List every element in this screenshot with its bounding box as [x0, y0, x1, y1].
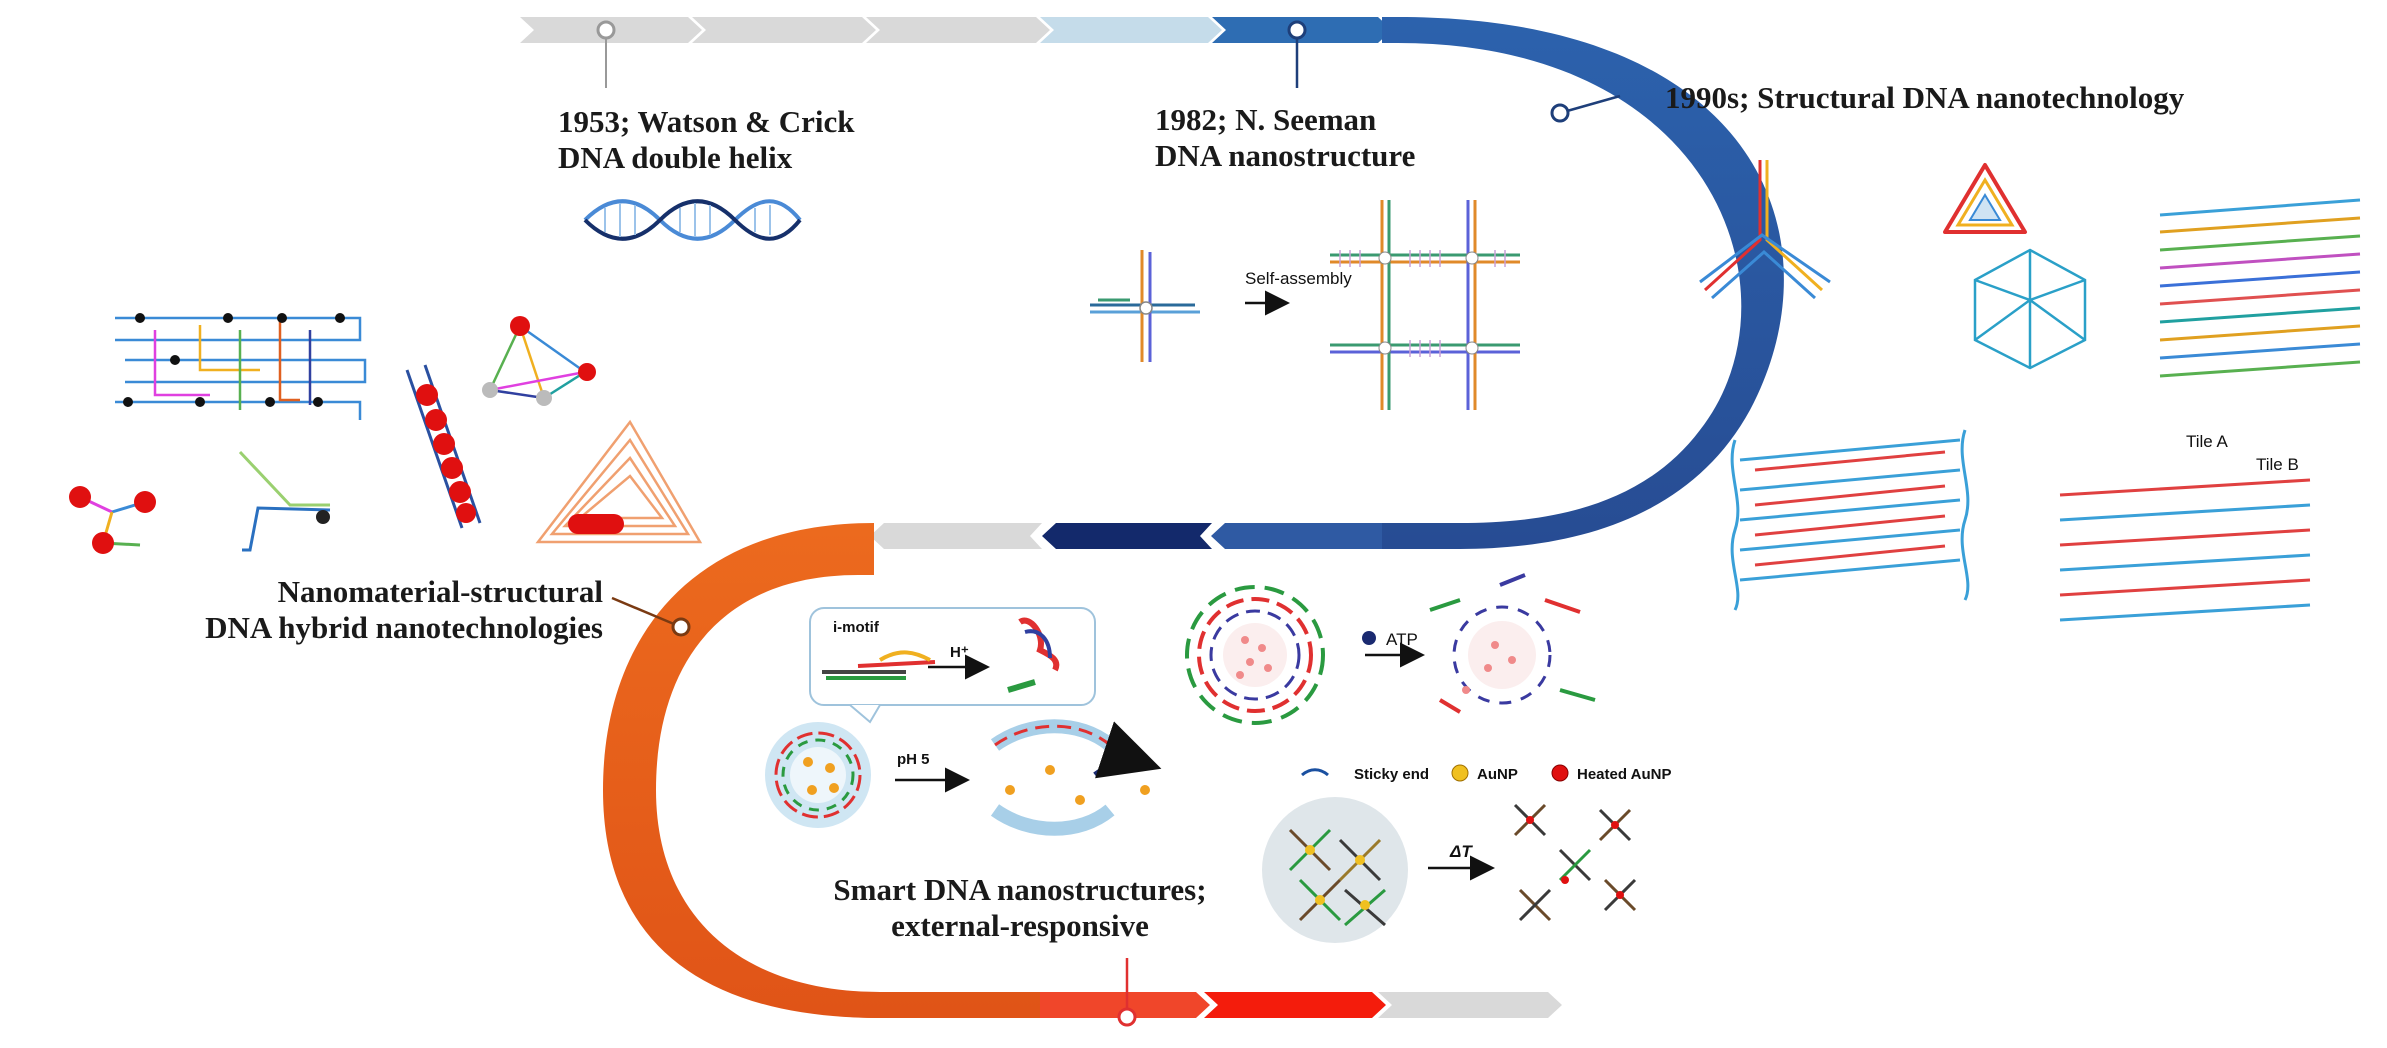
milestone-smart-label: Smart DNA nanostructures; external-respo… — [820, 872, 1220, 944]
milestone-1982-line1: 1982; N. Seeman — [1155, 102, 1377, 137]
double-helix-illustration — [583, 199, 802, 241]
tile-a-label: Tile A — [2186, 432, 2229, 451]
marker-1953 — [596, 20, 616, 40]
chevron-segment — [1378, 992, 1562, 1018]
hybrid-illustrations — [69, 313, 703, 554]
marker-smart — [1117, 1007, 1137, 1027]
atp-label: ATP — [1386, 630, 1418, 649]
milestone-hybrid-line2: DNA hybrid nanotechnologies — [205, 610, 603, 645]
milestone-1982-label: 1982; N. Seeman DNA nanostructure — [1155, 102, 1415, 174]
chevron-segment — [1040, 17, 1222, 43]
milestone-1953-line2: DNA double helix — [558, 140, 793, 175]
chevron-segment — [692, 17, 876, 43]
aunp-aggregate — [1262, 797, 1408, 943]
delta-t-label: ΔT — [1449, 842, 1473, 861]
milestone-1982-line2: DNA nanostructure — [1155, 138, 1416, 173]
ph5-label: pH 5 — [897, 751, 930, 768]
milestone-smart-line1: Smart DNA nanostructures; — [833, 872, 1207, 907]
smart-dna-illustrations: i-motif H⁺ pH 5 — [765, 573, 1671, 943]
sticky-end-label: Sticky end — [1354, 766, 1429, 783]
chevron-segment — [1042, 523, 1212, 549]
milestone-1990s-line1: 1990s; Structural DNA nanotechnology — [1665, 80, 2185, 115]
chevron-segment — [866, 17, 1050, 43]
milestone-hybrid-label: Nanomaterial-structural DNA hybrid nanot… — [165, 574, 603, 646]
marker-1982 — [1287, 20, 1307, 40]
tile-b-label: Tile B — [2256, 455, 2299, 474]
milestone-hybrid-line1: Nanomaterial-structural — [277, 574, 603, 609]
seeman-junction-illustration: Self-assembly — [1090, 200, 1520, 410]
milestone-1990s-label: 1990s; Structural DNA nanotechnology — [1665, 80, 2184, 116]
self-assembly-label: Self-assembly — [1245, 269, 1352, 288]
seeman-lattice — [1330, 200, 1520, 410]
i-motif-label: i-motif — [833, 619, 880, 636]
milestone-smart-line2: external-responsive — [891, 908, 1149, 943]
chevron-segment — [870, 523, 1042, 549]
milestone-markers — [596, 20, 1621, 1027]
milestone-1953-line1: 1953; Watson & Crick — [558, 104, 855, 139]
marker-hybrid — [671, 617, 691, 637]
structural-dna-illustrations: Tile A Tile B — [1699, 160, 2361, 622]
timeline-track — [520, 17, 1784, 1018]
aunp-label: AuNP — [1477, 766, 1518, 783]
chevron-segment — [1040, 992, 1210, 1018]
chevron-segment — [1204, 992, 1386, 1018]
blue-curve — [1382, 17, 1784, 549]
h-plus-label: H⁺ — [950, 644, 969, 661]
i-motif-panel — [809, 607, 1096, 706]
marker-1990s — [1550, 103, 1570, 123]
heated-aunp-label: Heated AuNP — [1577, 766, 1671, 783]
milestone-1953-label: 1953; Watson & Crick DNA double helix — [558, 104, 855, 176]
chevron-segment — [1211, 523, 1382, 549]
